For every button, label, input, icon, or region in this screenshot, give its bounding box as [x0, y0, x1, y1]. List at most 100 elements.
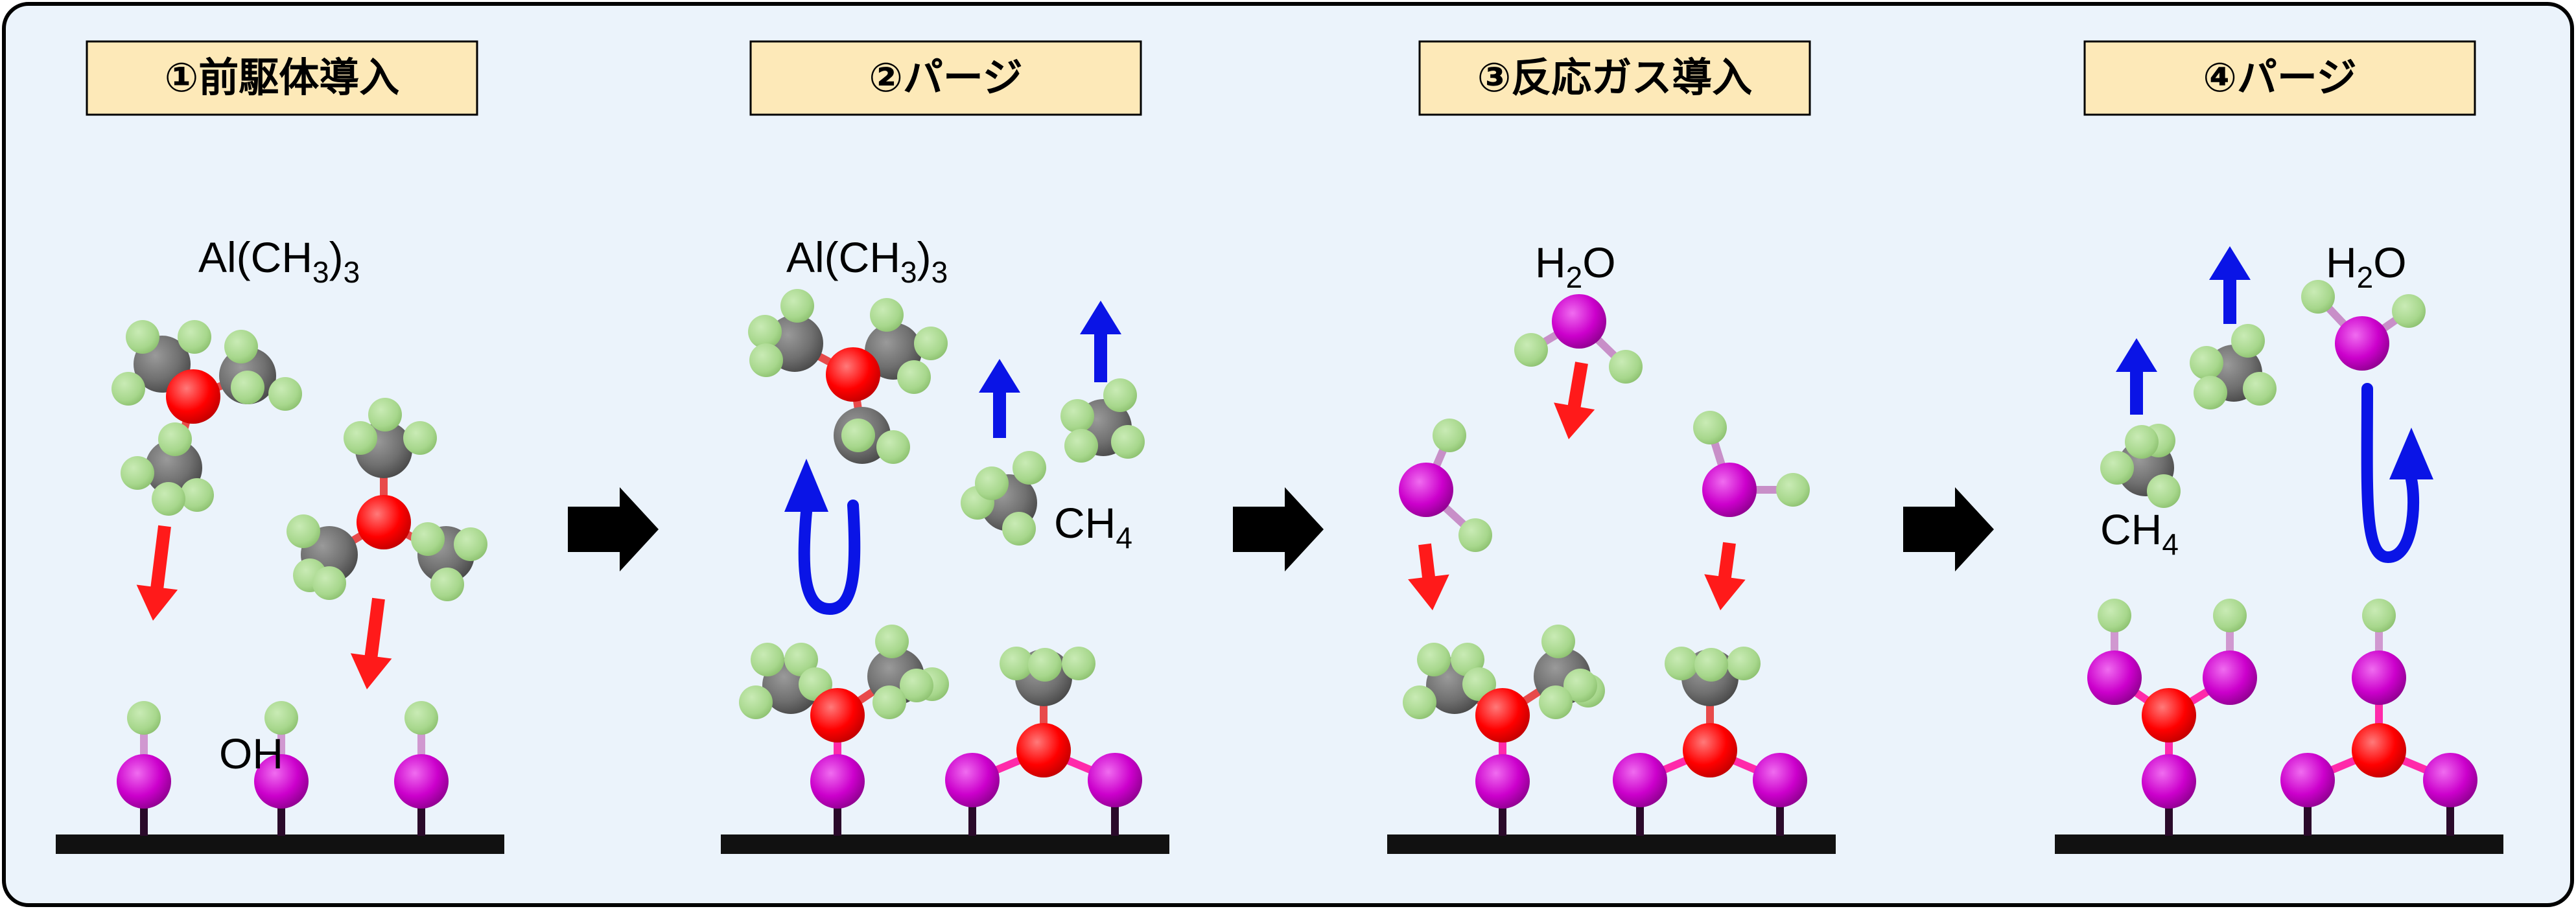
- hydrogen-atom: [1458, 518, 1492, 552]
- water-label-step4: H2O: [2326, 238, 2407, 294]
- substrate-3: [1387, 834, 1836, 854]
- hydrogen-atom: [2098, 599, 2131, 632]
- bounce-arrow-head: [784, 459, 828, 512]
- substrate-1: [56, 834, 504, 854]
- hydrogen-atom: [1060, 399, 1094, 433]
- formula-labels: Al(CH3)3 Al(CH3)3 OH CH4 CH4 H2O H2O: [198, 233, 2407, 777]
- hydrogen-atom: [1103, 378, 1137, 412]
- aluminum-atom: [826, 347, 880, 402]
- process-arrow-1: [568, 487, 659, 571]
- hydrogen-atom: [1563, 669, 1597, 702]
- step-4-title: ④パージ: [2083, 40, 2476, 116]
- oxygen-atom: [1475, 754, 1530, 809]
- hydrogen-atom: [780, 289, 814, 323]
- adsorb-arrow: [136, 525, 178, 621]
- adsorb-arrow: [1408, 543, 1449, 610]
- hydrogen-atom: [751, 643, 784, 676]
- hydrogen-atom: [287, 514, 320, 548]
- hydrogen-atom: [1064, 429, 1098, 463]
- aluminum-atom: [1475, 688, 1530, 742]
- oxygen-atom: [117, 754, 171, 809]
- arrow-layer: [136, 246, 2433, 689]
- substrate-2: [721, 834, 1169, 854]
- hydrogen-atom: [1433, 419, 1466, 452]
- hydrogen-atom: [158, 422, 192, 456]
- hydrogen-atom: [1539, 685, 1573, 719]
- hydrogen-atom: [2213, 599, 2247, 632]
- bounce-arrow-head: [2389, 428, 2433, 479]
- hydrogen-atom: [264, 701, 298, 735]
- adsorb-arrow: [350, 597, 392, 689]
- step-1-title: ①前駆体導入: [86, 40, 478, 116]
- hydrogen-atom: [178, 320, 211, 354]
- hydrogen-atom: [1609, 350, 1643, 384]
- oxygen-atom: [1753, 753, 1807, 807]
- hydrogen-atom: [2100, 451, 2134, 485]
- hydrogen-atom: [152, 482, 185, 516]
- hydrogen-atom: [1727, 647, 1761, 680]
- hydrogen-atom: [897, 360, 931, 394]
- oxygen-atom: [2142, 754, 2196, 809]
- step-3-title: ③反応ガス導入: [1418, 40, 1811, 116]
- hydrogen-atom: [1665, 647, 1698, 680]
- oxygen-atom: [1399, 463, 1453, 517]
- aluminum-atom: [1683, 723, 1737, 777]
- oxygen-atom: [1552, 294, 1606, 349]
- hydrogen-atom: [1403, 685, 1436, 719]
- step-1-title-text: ①前駆体導入: [165, 54, 400, 101]
- hydrogen-atom: [784, 643, 818, 676]
- oxygen-atom: [254, 754, 309, 809]
- oxygen-atom: [2423, 753, 2477, 807]
- hydrogen-atom: [411, 522, 445, 556]
- oxygen-atom: [1088, 753, 1142, 807]
- adsorb-arrow: [1704, 542, 1746, 610]
- aluminum-atom: [357, 495, 411, 549]
- hydrogen-atom: [1514, 333, 1548, 367]
- hydrogen-atom: [1013, 451, 1046, 485]
- hydrogen-atom: [430, 568, 464, 601]
- hydrogen-atom: [739, 685, 773, 719]
- oxygen-atom: [2280, 753, 2335, 807]
- hydrogen-atom: [127, 701, 161, 735]
- hydrogen-atom: [180, 478, 214, 512]
- hydrogen-atom: [2392, 294, 2426, 328]
- aluminum-atom: [1016, 723, 1071, 777]
- hydrogen-atom: [1776, 473, 1810, 507]
- oxygen-atom: [394, 754, 449, 809]
- hydrogen-atom: [403, 421, 437, 455]
- adsorb-arrow: [1554, 362, 1595, 439]
- desorb-arrow: [1080, 301, 1121, 382]
- hydrogen-atom: [454, 527, 487, 561]
- hydrogen-atom: [841, 419, 875, 452]
- hydrogen-atom: [1028, 648, 1062, 682]
- hydrogen-atom: [914, 327, 948, 360]
- hydrogen-atom: [2194, 376, 2227, 409]
- precursor-label-step1: Al(CH3)3: [198, 233, 360, 289]
- aluminum-atom: [810, 688, 865, 742]
- hydrogen-atom: [1000, 647, 1033, 680]
- hydrogen-atom: [1693, 411, 1727, 444]
- oxygen-atom: [945, 753, 1000, 807]
- molecule-layer: [111, 280, 2477, 836]
- desorb-arrow: [2116, 338, 2157, 415]
- methane-label-step4: CH4: [2100, 505, 2179, 561]
- hydrogen-atom: [111, 372, 145, 406]
- bounce-arrow-step2: [798, 500, 861, 616]
- hydrogen-atom: [404, 701, 438, 735]
- hydrogen-atom: [900, 669, 933, 702]
- step-3-title-text: ③反応ガス導入: [1477, 54, 1753, 101]
- hydrogen-atom: [2147, 474, 2181, 508]
- hydrogen-atom: [1062, 647, 1095, 680]
- oxygen-atom: [1613, 753, 1667, 807]
- hydrogen-atom: [126, 320, 159, 354]
- hydrogen-atom: [2125, 425, 2159, 459]
- hydrogen-atom: [231, 371, 264, 404]
- hydrogen-atom: [2243, 372, 2277, 406]
- hydrogen-atom: [2362, 599, 2396, 632]
- oxygen-atom: [2203, 650, 2257, 705]
- hydrogen-atom: [368, 398, 402, 431]
- methane-label-step2: CH4: [1054, 499, 1132, 555]
- oxygen-atom: [2335, 316, 2389, 371]
